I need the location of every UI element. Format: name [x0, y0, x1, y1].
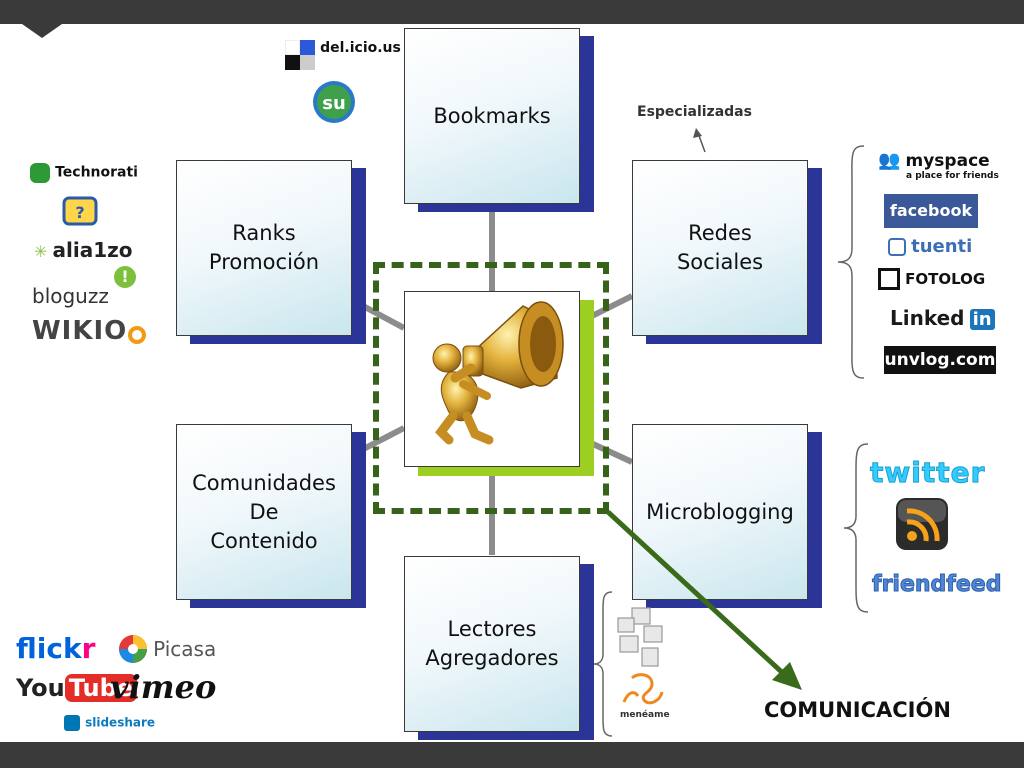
- tuenti-logo: tuenti: [888, 236, 972, 257]
- bottom-bar: [0, 742, 1024, 768]
- rss-feed-icon: [896, 498, 948, 550]
- unvlog-text: unvlog.com: [884, 350, 996, 370]
- flickr-text-b: r: [81, 632, 96, 665]
- center-dashed-frame: [373, 262, 609, 514]
- box-comunidades-line2: De: [249, 499, 279, 524]
- picasa-icon: [119, 635, 147, 663]
- myspace-tagline: a place for friends: [906, 171, 999, 181]
- twitter-logo: twitter: [869, 456, 986, 490]
- brace-lectores: [593, 591, 613, 737]
- meneame-icon: [622, 673, 664, 705]
- delicious-text: del.icio.us: [320, 40, 401, 56]
- box-microblogging-label: Microblogging: [646, 499, 794, 524]
- technorati-logo: Technorati: [30, 162, 138, 183]
- center-box: [404, 291, 580, 467]
- linkedin-in: in: [969, 309, 995, 330]
- unvlog-logo: unvlog.com: [884, 346, 996, 374]
- picasa-logo: Picasa: [118, 634, 216, 664]
- box-redes-line2: Sociales: [676, 250, 764, 274]
- twitter-text: twitter: [869, 456, 986, 490]
- technorati-icon: [30, 162, 50, 183]
- meneame-text: menéame: [620, 710, 670, 720]
- picasa-text: Picasa: [153, 637, 217, 661]
- fotolog-logo: FOTOLOG: [878, 268, 985, 290]
- youtube-text-b: Tube: [64, 674, 138, 702]
- brace-microblogging: [843, 443, 869, 613]
- svg-text:?: ?: [75, 203, 84, 222]
- megaphone-figure-icon: [432, 301, 564, 445]
- top-bar-notch: [22, 24, 62, 38]
- tuenti-text: tuenti: [911, 236, 973, 257]
- bloguzz-logo: bloguzz: [32, 284, 109, 308]
- technorati-text: Technorati: [55, 164, 138, 181]
- facebook-logo: facebook: [884, 194, 978, 228]
- brace-redes-sociales: [837, 145, 865, 379]
- alianzo-text: alia1zo: [52, 238, 133, 262]
- friendfeed-text: friendfeed: [871, 572, 1002, 598]
- friendfeed-logo: friendfeed: [871, 572, 1002, 598]
- flickr-text-a: flick: [16, 632, 82, 665]
- top-bar: [0, 0, 1024, 24]
- bloguzz-text: bloguzz: [32, 284, 109, 308]
- myspace-text: myspace: [905, 151, 990, 171]
- vimeo-logo: vimeo: [110, 668, 216, 706]
- box-ranks-line2: Promoción: [208, 250, 320, 274]
- myspace-logo: 👥 myspace a place for friends: [878, 150, 999, 181]
- linkedin-text: Linked: [890, 306, 965, 330]
- box-lectores-line2: Agregadores: [425, 646, 559, 670]
- bloguzz-exclamation-icon: !: [114, 266, 136, 288]
- stumbleupon-icon: su: [313, 81, 355, 123]
- slideshare-logo: slideshare: [64, 712, 155, 731]
- slideshare-icon: [64, 714, 80, 731]
- facebook-text: facebook: [889, 201, 973, 220]
- alianzo-logo: ✳ alia1zo: [34, 238, 133, 262]
- wikio-text: WIKIO: [32, 316, 128, 346]
- fotolog-text: FOTOLOG: [905, 270, 986, 288]
- especializadas-label: Especializadas: [637, 104, 752, 120]
- myspace-people-icon: 👥: [878, 150, 901, 171]
- yahoo-answers-icon: ?: [62, 196, 98, 226]
- alianzo-star-icon: ✳: [34, 242, 48, 261]
- box-redes-line1: Redes: [688, 221, 752, 245]
- box-ranks-line1: Ranks: [232, 221, 296, 245]
- svg-text:su: su: [322, 93, 346, 114]
- delicious-icon: [284, 39, 315, 70]
- comunicacion-label: COMUNICACIÓN: [764, 698, 951, 722]
- aggregator-people-icon: [617, 607, 663, 667]
- slideshare-text: slideshare: [85, 715, 156, 730]
- tuenti-icon: [888, 237, 906, 256]
- delicious-logo: del.icio.us: [284, 39, 401, 70]
- vimeo-text: vimeo: [110, 668, 217, 706]
- box-comunidades-line1: Comunidades: [192, 470, 336, 495]
- wikio-rss-icon: [128, 325, 147, 344]
- box-bookmarks-label: Bookmarks: [433, 103, 551, 128]
- box-lectores-line1: Lectores: [447, 617, 537, 641]
- linkedin-logo: Linked in: [890, 306, 995, 330]
- wikio-logo: WIKIO: [32, 316, 147, 346]
- flickr-logo: flickr: [16, 632, 95, 665]
- fotolog-icon: [878, 268, 900, 290]
- box-comunidades-line3: Contenido: [210, 528, 318, 553]
- youtube-text-a: You: [16, 674, 65, 702]
